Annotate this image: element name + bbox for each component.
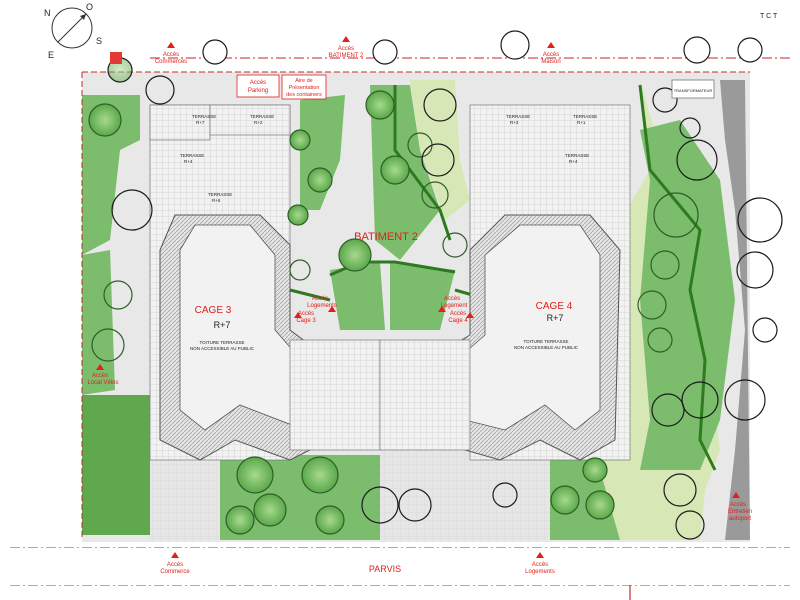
svg-text:Cage 3: Cage 3 — [296, 318, 316, 324]
transformer-label: TRANSFORMATEUR — [674, 88, 713, 93]
svg-text:TERRASSE: TERRASSE — [506, 114, 530, 119]
svg-text:Commerces: Commerces — [155, 59, 187, 65]
svg-text:Aire de: Aire de — [295, 78, 312, 84]
svg-text:CAGE 3: CAGE 3 — [195, 305, 232, 316]
bottom-paving — [150, 455, 220, 540]
svg-text:Logements: Logements — [307, 303, 337, 309]
parvis-label: PARVIS — [369, 564, 401, 574]
access-cage-4: Accès Logement Accès Cage 4 — [438, 296, 474, 324]
svg-text:Maison: Maison — [541, 59, 560, 65]
building-label: BATIMENT 2 — [354, 231, 418, 243]
svg-text:R+7: R+7 — [196, 120, 205, 125]
access-local-velos: Accès Local Vélos — [87, 364, 119, 386]
compass-e: E — [48, 50, 54, 60]
trees — [88, 30, 783, 540]
svg-text:Commerce: Commerce — [160, 569, 190, 575]
svg-text:R+1: R+1 — [577, 120, 586, 125]
svg-text:R+7: R+7 — [547, 313, 564, 323]
cage-4-label: CAGE 4 R+7 TOITURE TERRASSE NON ACCESSIB… — [514, 301, 579, 350]
svg-text:Logement: Logement — [441, 303, 468, 309]
svg-text:TOITURE TERRASSE: TOITURE TERRASSE — [199, 340, 244, 345]
svg-text:TOITURE TERRASSE: TOITURE TERRASSE — [523, 339, 568, 344]
svg-text:BATIMENT 2: BATIMENT 2 — [329, 53, 364, 59]
svg-text:Accès: Accès — [730, 502, 746, 508]
building-left — [149, 104, 381, 461]
svg-text:R+6: R+6 — [212, 198, 221, 203]
access-cage-3: Accès Logements Accès Cage 3 — [294, 296, 337, 324]
svg-text:autoport: autoport — [729, 516, 751, 522]
container-area: Aire de Présentation des containers — [281, 74, 327, 100]
svg-text:TERRASSE: TERRASSE — [180, 153, 204, 158]
access-parking: Accès Parking — [236, 74, 280, 98]
bottom-paving-center — [380, 445, 550, 540]
svg-text:R+7: R+7 — [214, 320, 231, 330]
svg-text:TERRASSE: TERRASSE — [208, 192, 232, 197]
access-top-batiment: Accès BATIMENT 2 — [329, 36, 364, 59]
transformer-box — [671, 79, 715, 99]
svg-text:R+3: R+3 — [510, 120, 519, 125]
svg-text:des containers: des containers — [286, 92, 322, 98]
terrace-labels-left: TERRASSE R+7 TERRASSE R+2 TERRASSE R+4 T… — [180, 114, 274, 203]
svg-text:Accès: Accès — [532, 562, 548, 568]
svg-text:Local Vélos: Local Vélos — [87, 380, 118, 386]
svg-text:TERRASSE: TERRASSE — [250, 114, 274, 119]
access-bottom-commerce: Accès Commerce — [160, 552, 190, 575]
parvis-strip — [0, 548, 800, 585]
red-utility-box — [110, 52, 122, 64]
svg-text:Logements: Logements — [525, 569, 555, 575]
compass-o: O — [86, 2, 93, 12]
building-right — [379, 104, 631, 461]
svg-text:Parking: Parking — [248, 88, 268, 94]
svg-text:TERRASSE: TERRASSE — [573, 114, 597, 119]
svg-text:R+4: R+4 — [569, 159, 578, 164]
svg-text:Cage 4: Cage 4 — [448, 318, 468, 324]
svg-text:Présentation: Présentation — [289, 85, 320, 91]
service-road — [720, 80, 750, 540]
compass-rose: N E S O — [44, 2, 102, 60]
cage-3-label: CAGE 3 R+7 TOITURE TERRASSE NON ACCESSIB… — [190, 305, 255, 351]
svg-text:Accès: Accès — [167, 562, 183, 568]
svg-text:Entretien: Entretien — [728, 509, 752, 515]
access-top-commerces: Accès Commerces — [155, 42, 187, 65]
svg-text:Accès: Accès — [312, 296, 328, 302]
svg-text:Accès: Accès — [298, 311, 314, 317]
svg-text:Accès: Accès — [163, 52, 179, 58]
svg-text:CAGE 4: CAGE 4 — [536, 301, 573, 312]
svg-text:Accès: Accès — [338, 46, 354, 52]
hedges — [289, 84, 717, 471]
svg-text:NON ACCESSIBLE AU PUBLIC: NON ACCESSIBLE AU PUBLIC — [190, 346, 255, 351]
svg-text:Accès: Accès — [444, 296, 460, 302]
svg-text:Accès: Accès — [450, 311, 466, 317]
compass-n: N — [44, 8, 51, 18]
access-entretien: Accès Entretien autoport — [728, 492, 752, 522]
svg-text:TERRASSE: TERRASSE — [192, 114, 216, 119]
svg-text:R+2: R+2 — [254, 120, 263, 125]
access-top-maison: Accès Maison — [541, 42, 561, 65]
terrace-labels-right: TERRASSE R+3 TERRASSE R+1 TERRASSE R+4 — [506, 114, 597, 164]
svg-text:NON ACCESSIBLE AU PUBLIC: NON ACCESSIBLE AU PUBLIC — [514, 345, 579, 350]
top-right-text: T C T — [760, 13, 778, 20]
access-bottom-logements: Accès Logements — [525, 552, 555, 575]
svg-text:R+4: R+4 — [184, 159, 193, 164]
svg-text:TERRASSE: TERRASSE — [565, 153, 589, 158]
svg-text:Accès: Accès — [543, 52, 559, 58]
svg-text:Accès: Accès — [250, 80, 266, 86]
svg-text:Accès: Accès — [92, 373, 108, 379]
compass-s: S — [96, 36, 102, 46]
